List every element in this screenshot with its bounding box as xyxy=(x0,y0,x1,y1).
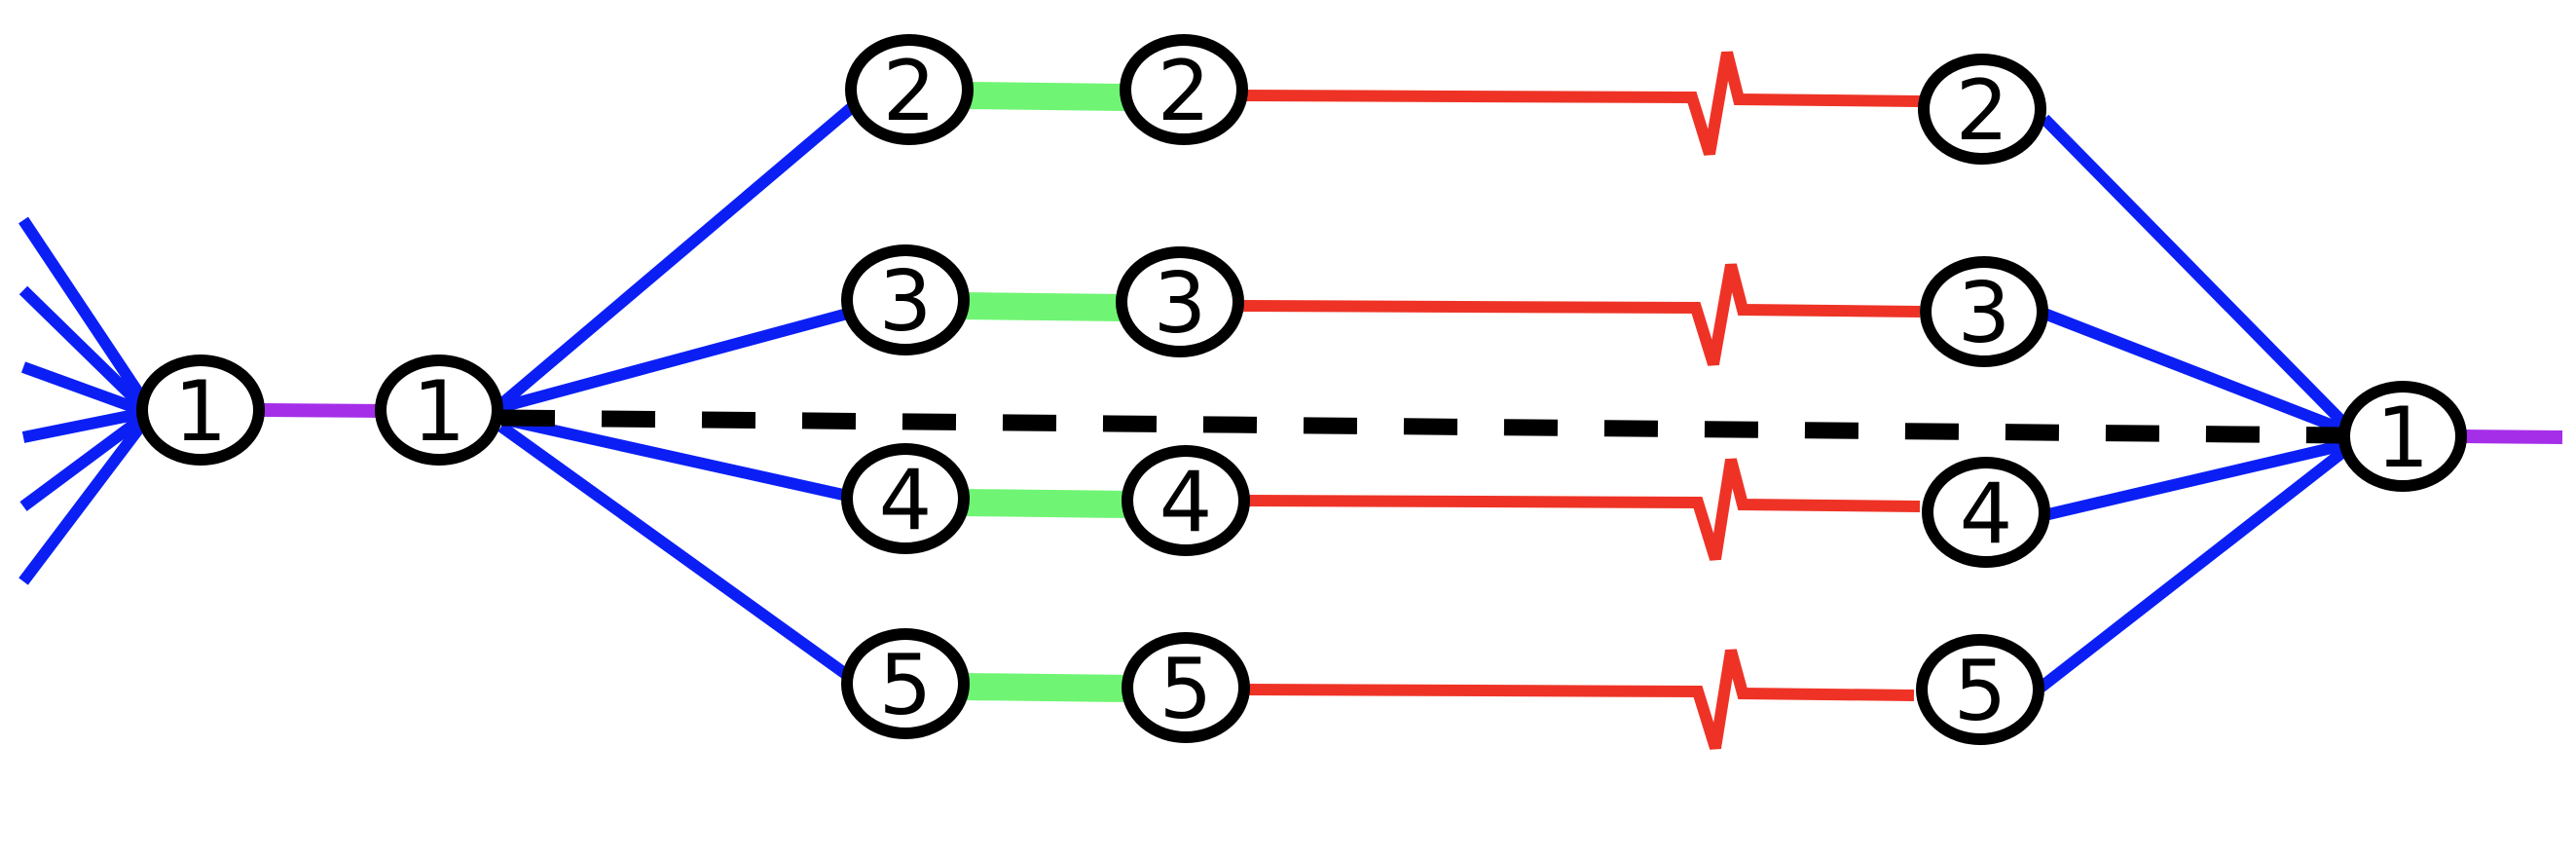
node-row2-b: 2 xyxy=(1120,34,1248,145)
node-circle xyxy=(1920,256,2048,367)
blue-fan-right xyxy=(2037,114,2352,692)
node-label: 4 xyxy=(879,452,933,549)
node-circle xyxy=(841,244,970,355)
node-circle xyxy=(1922,457,2050,568)
blue-link-row3 xyxy=(499,306,857,413)
fan-line xyxy=(21,407,146,443)
node-circle xyxy=(841,628,970,739)
node-circle xyxy=(136,355,265,466)
green-link-row4 xyxy=(963,489,1130,518)
dashed-bypass-link xyxy=(500,409,2347,444)
blue-link-row2-right xyxy=(2040,114,2351,430)
node-row2-c: 2 xyxy=(1918,54,2046,165)
node-left-outer: 1 xyxy=(136,355,265,466)
purple-link-right xyxy=(2464,430,2563,444)
node-circle xyxy=(1916,634,2044,745)
node-row4-a: 4 xyxy=(841,443,970,554)
node-circle xyxy=(1122,445,1250,556)
node-circle xyxy=(1122,632,1250,743)
green-links xyxy=(963,82,1130,702)
node-circle xyxy=(1120,34,1248,145)
node-label: 2 xyxy=(1956,62,2009,160)
node-circle xyxy=(375,355,503,466)
node-row3-b: 3 xyxy=(1116,246,1244,357)
left-fan-lines xyxy=(18,216,149,585)
node-row3-a: 3 xyxy=(841,244,970,355)
node-row4-b: 4 xyxy=(1122,445,1250,556)
node-circle xyxy=(2338,381,2467,492)
red-links xyxy=(1240,51,1921,750)
node-label: 1 xyxy=(413,363,466,461)
blue-fan-left xyxy=(497,98,861,680)
green-link-row3 xyxy=(963,292,1125,321)
fan-line xyxy=(18,418,149,585)
blue-link-row5-right xyxy=(2037,443,2352,692)
node-label: 1 xyxy=(2376,390,2430,487)
fan-line xyxy=(18,216,149,405)
blue-link-row4-right xyxy=(2042,438,2350,521)
node-circle xyxy=(841,443,970,554)
green-link-row5 xyxy=(963,673,1130,702)
red-link-row2 xyxy=(1240,51,1921,156)
green-link-row2 xyxy=(967,82,1128,111)
node-label: 2 xyxy=(1158,43,1211,140)
node-label: 2 xyxy=(883,43,937,140)
node-row5-c: 5 xyxy=(1916,634,2044,745)
node-label: 4 xyxy=(1159,454,1213,551)
node-label: 5 xyxy=(1954,643,2007,740)
node-left-inner: 1 xyxy=(375,355,503,466)
node-right: 1 xyxy=(2338,381,2467,492)
node-label: 5 xyxy=(879,637,933,734)
fan-line xyxy=(20,361,147,417)
node-label: 5 xyxy=(1159,641,1213,738)
node-row2-a: 2 xyxy=(845,34,974,145)
node-circle xyxy=(1116,246,1244,357)
blue-link-row5 xyxy=(497,422,851,680)
blue-link-row2 xyxy=(497,98,861,409)
blue-link-row4 xyxy=(499,413,854,503)
red-link-row4 xyxy=(1245,458,1921,561)
purple-link-left xyxy=(262,403,383,418)
node-row5-a: 5 xyxy=(841,628,970,739)
fan-line xyxy=(19,412,148,511)
fan-line xyxy=(18,285,149,413)
node-circle xyxy=(845,34,974,145)
node-label: 3 xyxy=(1154,255,1207,353)
red-link-row5 xyxy=(1245,649,1915,750)
node-label: 3 xyxy=(1958,265,2011,362)
blue-link-row3-right xyxy=(2042,308,2351,437)
red-link-row3 xyxy=(1240,263,1921,366)
node-row3-c: 3 xyxy=(1920,256,2048,367)
node-label: 3 xyxy=(879,253,933,351)
node-label: 1 xyxy=(174,363,228,461)
node-row5-b: 5 xyxy=(1122,632,1250,743)
node-row4-c: 4 xyxy=(1922,457,2050,568)
node-circle xyxy=(1918,54,2046,165)
node-label: 4 xyxy=(1960,466,2013,563)
